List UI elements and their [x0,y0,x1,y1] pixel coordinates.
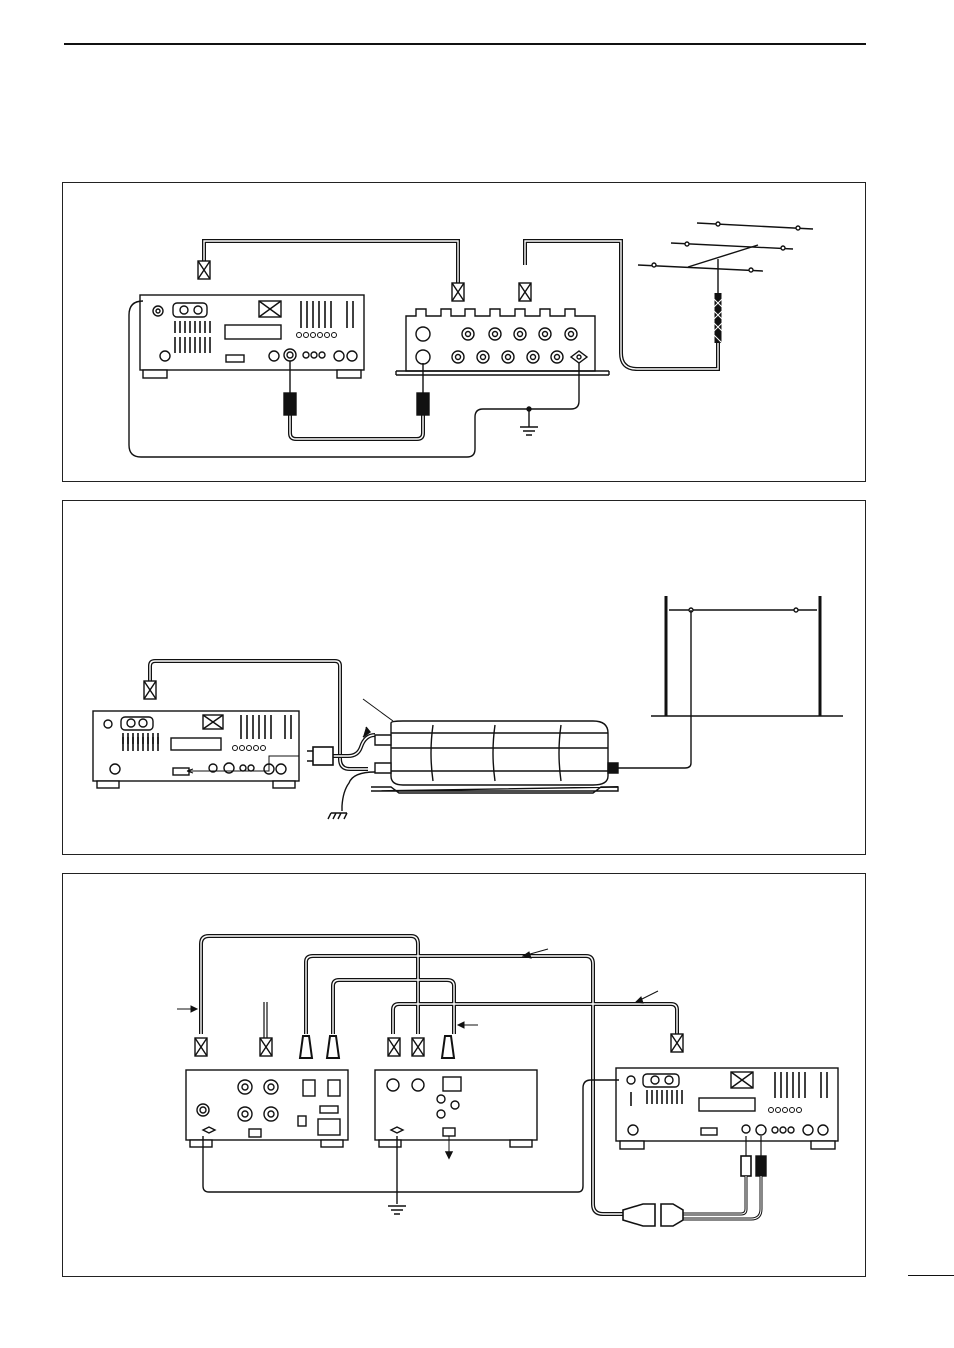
panel-transceiver-tuner-antenna [62,500,866,855]
coax-plug [519,283,531,301]
ground-symbol [520,427,538,435]
transceiver-rear-panel [616,1068,838,1149]
power-cable [260,1002,272,1056]
coax-plug [452,283,464,301]
control-cable [307,699,393,765]
diagram-3-svg [63,874,867,1278]
long-wire-antenna [618,596,843,768]
audio-cable [683,1136,766,1219]
diagram-2-svg [63,501,867,856]
coax-cable-1 [204,241,458,283]
diagram-1-svg [63,183,867,483]
antenna-tuner [371,721,618,793]
multi-pin-connector [623,1204,683,1226]
coax-plug [144,681,156,699]
yagi-antenna [638,222,813,343]
power-supply-unit [186,1070,348,1147]
ground-wire [342,772,375,811]
header-rule [64,43,866,45]
ground-symbol [328,813,347,819]
panel-transceiver-amplifier-antenna [62,182,866,482]
interface-unit [375,1070,537,1158]
transceiver-rear-panel [140,295,364,378]
coax-plug [195,1038,207,1056]
ground-symbol [388,1206,406,1214]
linear-amplifier-rear-panel [396,309,609,375]
coax-plug [388,1034,683,1056]
transceiver-rear-panel [93,711,299,788]
page-number-rule [908,1275,954,1276]
coax-plug [198,261,210,279]
panel-transceiver-power-supply-interface [62,873,866,1277]
data-plug [300,1036,454,1058]
